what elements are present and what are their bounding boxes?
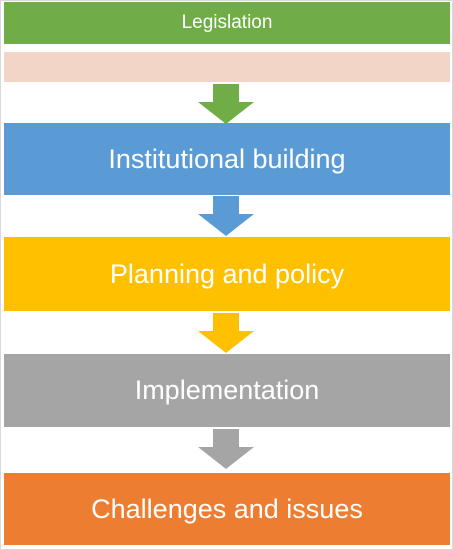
step-planning-and-policy-label: Planning and policy [109, 258, 345, 289]
step-institutional-building: Institutional building [4, 123, 450, 195]
step-challenges-and-issues-label: Challenges and issues [91, 493, 363, 524]
down-arrow-icon [198, 429, 254, 469]
step-challenges-and-issues: Challenges and issues [4, 473, 450, 545]
down-arrow-icon [198, 84, 254, 124]
step-implementation-label: Implementation [134, 375, 320, 405]
step-implementation: Implementation [4, 354, 450, 427]
down-arrow-icon [198, 313, 254, 353]
down-arrow-icon [198, 196, 254, 236]
legislation-sub-bar [4, 52, 450, 82]
step-legislation-label: Legislation [181, 12, 273, 33]
step-institutional-building-label: Institutional building [108, 143, 346, 174]
step-legislation: Legislation [4, 2, 450, 44]
step-planning-and-policy: Planning and policy [4, 237, 450, 311]
